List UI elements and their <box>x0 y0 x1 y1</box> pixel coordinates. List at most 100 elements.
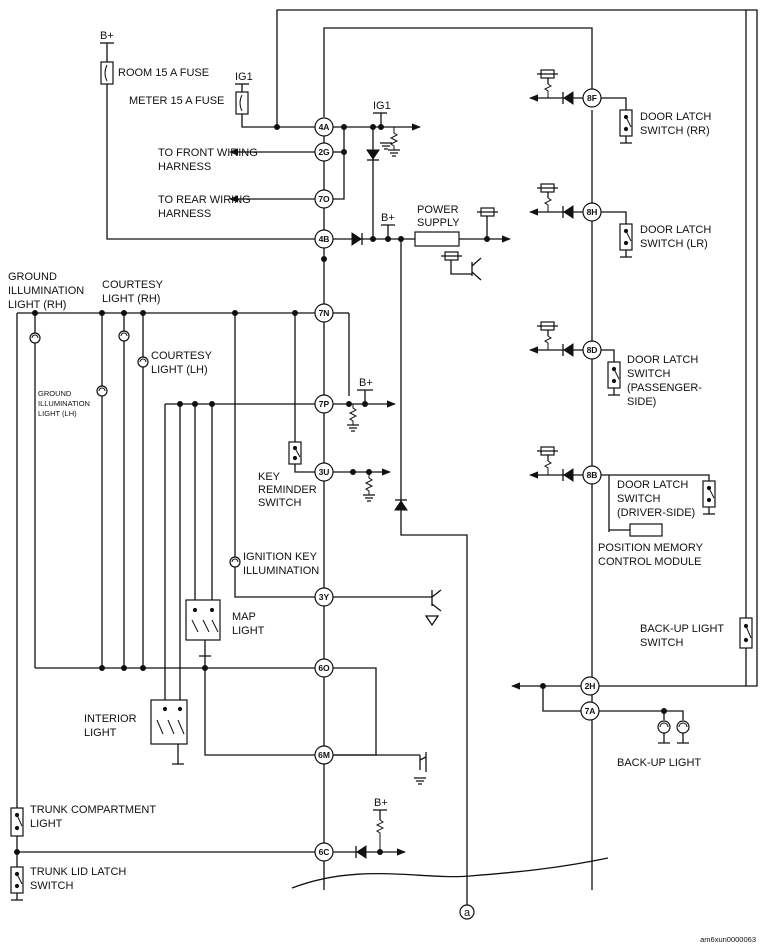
break-line <box>291 857 609 889</box>
svg-text:3U: 3U <box>319 467 330 477</box>
connector-8D: 8D <box>582 340 602 360</box>
svg-text:7N: 7N <box>319 308 330 318</box>
ignition-key-illum: IGNITION KEY ILLUMINATION <box>229 551 442 627</box>
rear-harness-line1: TO REAR WIRING <box>158 194 251 206</box>
door-latch-passenger-line2: SWITCH <box>627 368 670 380</box>
courtesy-lh-line2: LIGHT (LH) <box>151 364 208 376</box>
svg-text:2H: 2H <box>585 681 596 691</box>
map-light-line2: LIGHT <box>232 625 265 637</box>
door-latch-passenger-line1: DOOR LATCH <box>627 354 698 366</box>
harness-labels: TO FRONT WIRING HARNESS TO REAR WIRING H… <box>158 147 258 220</box>
key-reminder-line1: KEY <box>258 471 281 483</box>
connector-7N: 7N <box>314 303 334 323</box>
svg-text:8B: 8B <box>587 470 598 480</box>
svg-text:6C: 6C <box>319 847 330 857</box>
interior-light-line1: INTERIOR <box>84 713 137 725</box>
connector-6O: 6O <box>314 658 334 678</box>
interior-light-line2: LIGHT <box>84 727 117 739</box>
backup-light-label: BACK-UP LIGHT <box>617 757 701 769</box>
position-memory-line2: CONTROL MODULE <box>598 556 702 568</box>
connector-3Y: 3Y <box>314 587 334 607</box>
svg-text:3Y: 3Y <box>319 592 330 602</box>
svg-text:7A: 7A <box>585 706 596 716</box>
connector-8B: 8B <box>582 465 602 485</box>
ig1-label: IG1 <box>373 100 391 112</box>
door-latch-rr-line1: DOOR LATCH <box>640 111 711 123</box>
door-latch-driver-line3: (DRIVER-SIDE) <box>617 507 695 519</box>
svg-text:2G: 2G <box>318 147 330 157</box>
key-reminder-line2: REMINDER <box>258 484 317 496</box>
connector-6C: 6C <box>314 842 334 862</box>
connector-8F: 8F <box>582 88 602 108</box>
reference-a: a <box>459 904 475 920</box>
backup-switch-line1: BACK-UP LIGHT <box>640 623 724 635</box>
ig1-branch: IG1 <box>373 100 400 157</box>
connector-3U: 3U <box>314 462 334 482</box>
reference-a-label: a <box>464 907 471 919</box>
ground-illum-rh: GROUND ILLUMINATION LIGHT (RH) <box>8 271 84 344</box>
courtesy-light-lh: COURTESY LIGHT (LH) <box>137 350 213 376</box>
svg-text:8D: 8D <box>587 345 598 355</box>
connector-4A: 4A <box>314 117 334 137</box>
courtesy-rh-line1: COURTESY <box>102 279 164 291</box>
meter-fuse-ig1: IG1 <box>235 71 253 83</box>
bplus-4b: B+ <box>381 212 395 239</box>
bplus-7p: B+ <box>347 313 373 432</box>
trunk-compartment-line2: LIGHT <box>30 818 63 830</box>
door-latch-driver-line2: SWITCH <box>617 493 660 505</box>
svg-text:4A: 4A <box>319 122 330 132</box>
position-memory-line1: POSITION MEMORY <box>598 542 704 554</box>
power-supply-line2: SUPPLY <box>417 217 460 229</box>
door-latch-rr-line2: SWITCH (RR) <box>640 125 710 137</box>
connector-8H: 8H <box>582 202 602 222</box>
diode-4a-4b <box>366 149 380 161</box>
ground-illum-lh: GROUND ILLUMINATION LIGHT (LH) <box>38 385 108 418</box>
door-latch-lr: DOOR LATCH SWITCH (LR) <box>529 183 711 258</box>
door-latch-driver-line1: DOOR LATCH <box>617 479 688 491</box>
ground-illum-rh-line2: ILLUMINATION <box>8 285 84 297</box>
ground-illum-lh-line3: LIGHT (LH) <box>38 409 77 418</box>
ground-illum-lh-line1: GROUND <box>38 389 72 398</box>
connector-2H: 2H <box>580 676 600 696</box>
key-reminder-line3: SWITCH <box>258 497 301 509</box>
trunk-lid-line1: TRUNK LID LATCH <box>30 866 126 878</box>
bplus-7p-label: B+ <box>359 377 373 389</box>
courtesy-rh-line2: LIGHT (RH) <box>102 293 160 305</box>
map-light-line1: MAP <box>232 611 256 623</box>
door-latch-lr-line1: DOOR LATCH <box>640 224 711 236</box>
room-fuse-label: ROOM 15 A FUSE <box>118 67 209 79</box>
door-latch-passenger-line3: (PASSENGER- <box>627 382 702 394</box>
ground-illum-rh-line1: GROUND <box>8 271 57 283</box>
map-light: MAP LIGHT <box>185 599 265 657</box>
meter-fuse-label: METER 15 A FUSE <box>129 95 224 107</box>
transistor-6m <box>414 752 427 785</box>
connector-7O: 7O <box>314 189 334 209</box>
power-supply: POWER SUPPLY <box>414 204 498 281</box>
bplus-4b-label: B+ <box>381 212 395 224</box>
svg-text:4B: 4B <box>319 234 330 244</box>
figure-code: am6xun0000063 <box>700 935 756 944</box>
trunk-lid-line2: SWITCH <box>30 880 73 892</box>
front-harness-line2: HARNESS <box>158 161 211 173</box>
trunk-compartment-light: TRUNK COMPARTMENT LIGHT <box>10 804 156 837</box>
power-supply-line1: POWER <box>417 204 459 216</box>
door-latch-passenger: DOOR LATCH SWITCH (PASSENGER- SIDE) <box>529 321 702 408</box>
ground-illum-lh-line2: ILLUMINATION <box>38 399 90 408</box>
connector-6M: 6M <box>314 745 334 765</box>
door-latch-rr: DOOR LATCH SWITCH (RR) <box>529 69 711 144</box>
bplus-6c: B+ <box>355 797 388 859</box>
ground-symbols <box>380 142 392 150</box>
svg-text:6O: 6O <box>318 663 330 673</box>
front-harness-line1: TO FRONT WIRING <box>158 147 258 159</box>
room-fuse: B+ ROOM 15 A FUSE <box>100 30 209 85</box>
connectors: 4A 2G 7O 4B 7N 7P 3U 3Y 6O 6M 6C 8F 8H 8… <box>314 88 602 862</box>
ignition-key-line1: IGNITION KEY <box>243 551 318 563</box>
svg-text:8H: 8H <box>587 207 598 217</box>
room-fuse-bplus: B+ <box>100 30 114 42</box>
backup-lights: BACK-UP LIGHT <box>617 720 701 769</box>
svg-text:6M: 6M <box>318 750 330 760</box>
door-latch-passenger-line4: SIDE) <box>627 396 656 408</box>
trunk-compartment-line1: TRUNK COMPARTMENT <box>30 804 156 816</box>
svg-text:8F: 8F <box>587 93 597 103</box>
